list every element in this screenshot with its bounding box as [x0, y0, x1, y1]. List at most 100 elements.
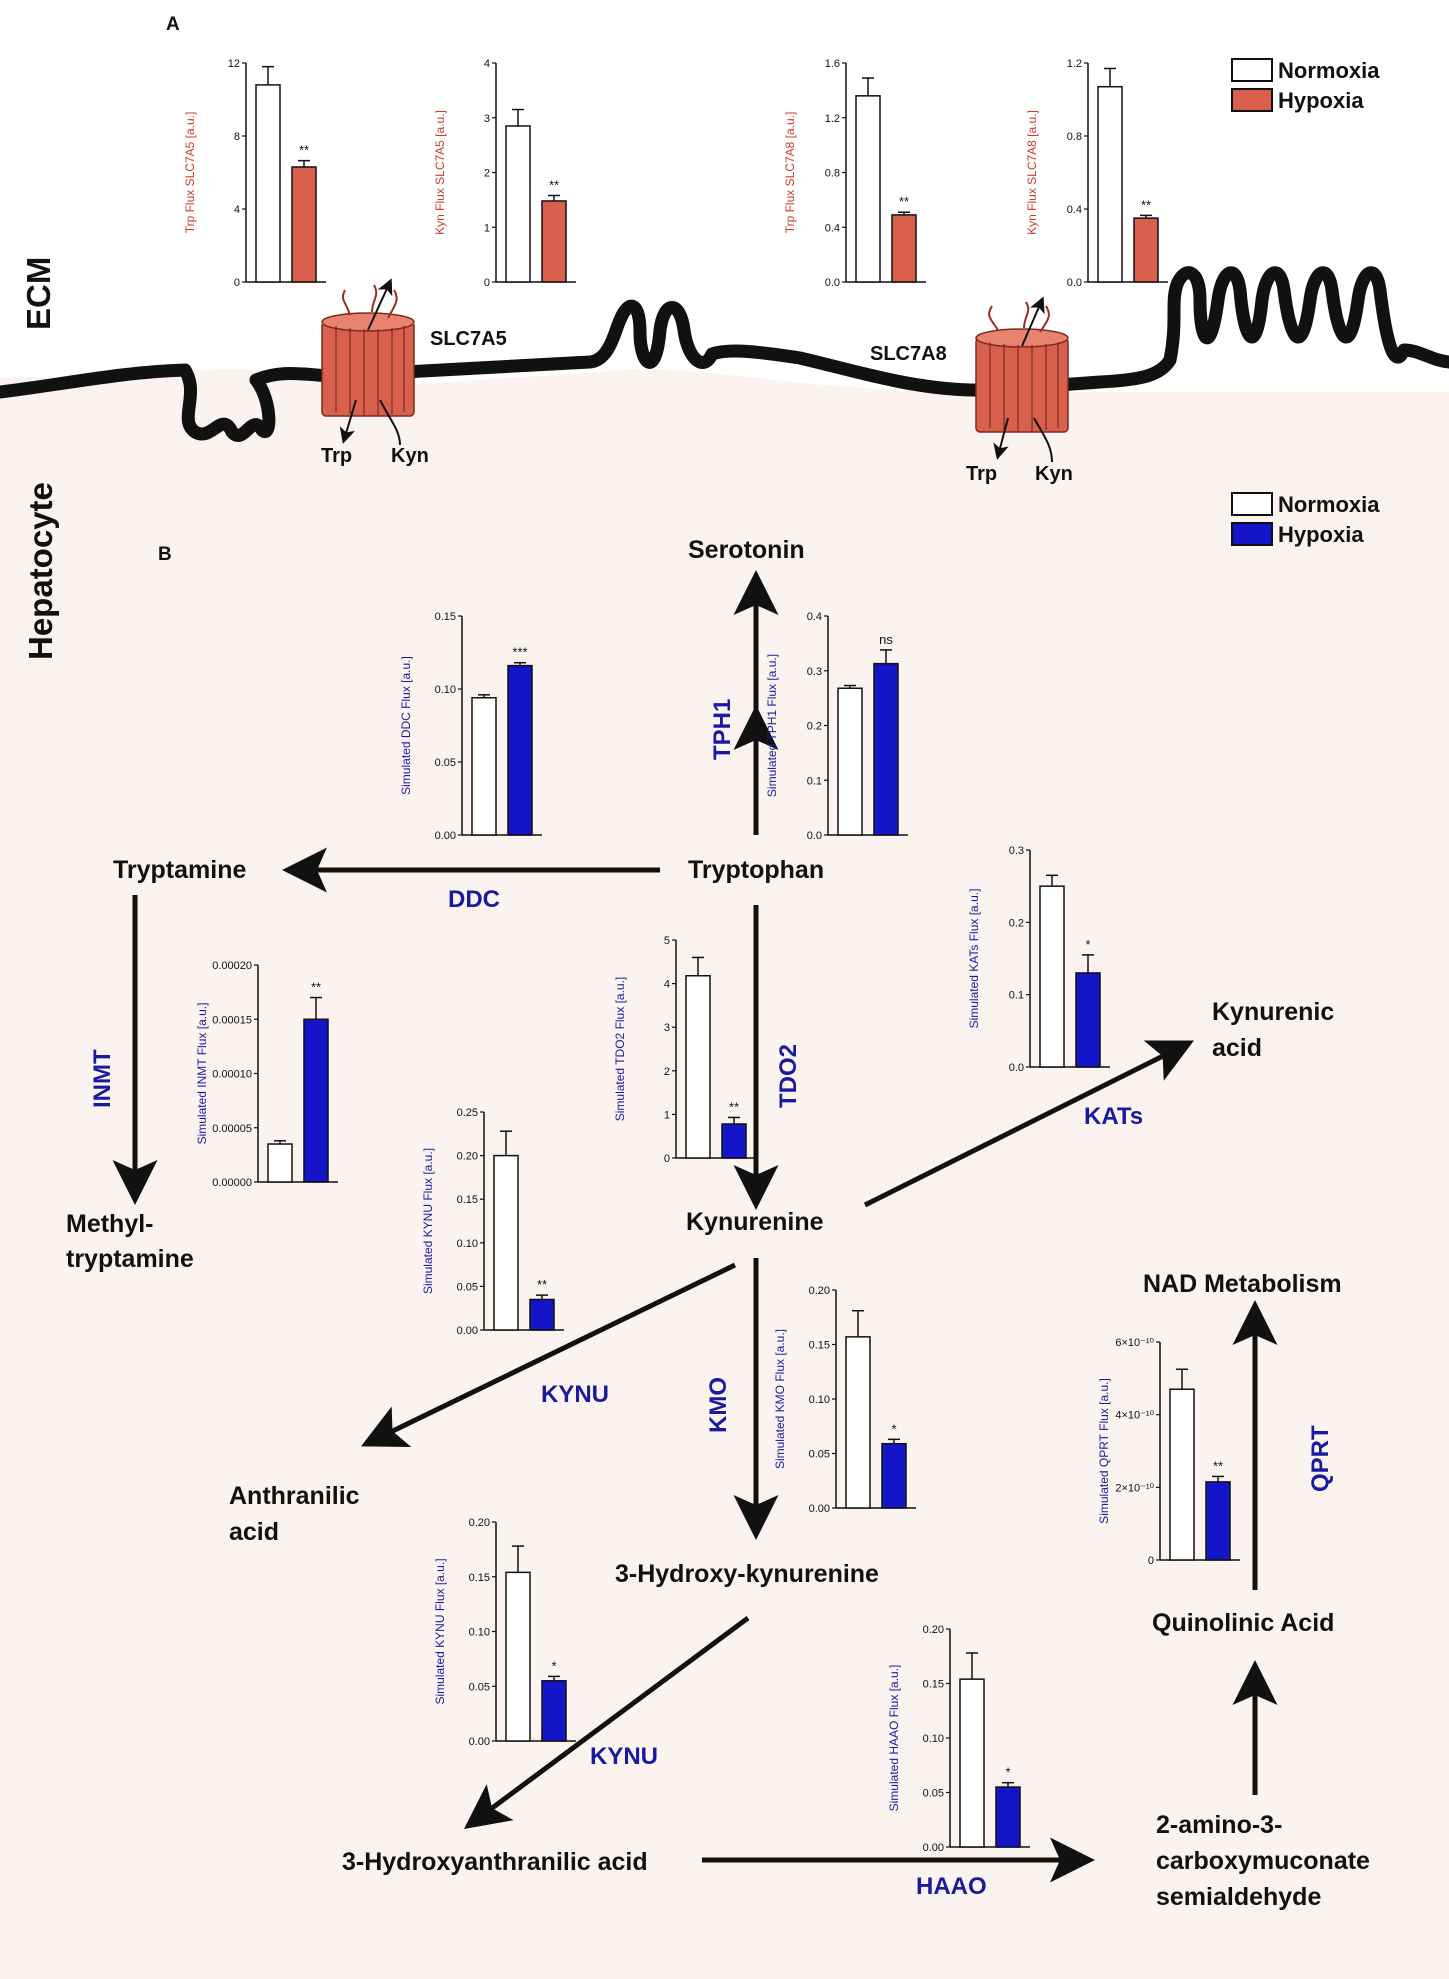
- metabolite-acms-3: semialdehyde: [1156, 1883, 1321, 1911]
- chart-kynu1-tick-label: 0.15: [457, 1194, 478, 1206]
- chart-qprt-ylabel: Simulated QPRT Flux [a.u.]: [1097, 1378, 1111, 1524]
- metabolite-methyltryptamine-2: tryptamine: [66, 1245, 194, 1273]
- chart-a2-tick-label: 4: [484, 58, 490, 70]
- chart-a4-tick-label: 0.0: [1067, 277, 1082, 289]
- chart-tdo2-tick-label: 1: [664, 1109, 670, 1121]
- legend-a-hypoxia: Hypoxia: [1278, 88, 1364, 113]
- slc7a8-trp-label: Trp: [966, 463, 997, 485]
- chart-haao-tick-label: 0.10: [923, 1733, 944, 1745]
- chart-tph1-significance: ns: [879, 632, 893, 647]
- chart-a2-ylabel: Kyn Flux SLC7A5 [a.u.]: [433, 110, 447, 235]
- enzyme-tdo2: TDO2: [775, 1044, 802, 1108]
- chart-a3-tick-label: 0.8: [825, 168, 840, 180]
- slc7a8-transporter-icon: [975, 296, 1069, 463]
- chart-kynu1-significance: **: [537, 1277, 547, 1292]
- chart-kats-tick-label: 0.2: [1009, 917, 1024, 929]
- chart-kynu1-tick-label: 0.10: [457, 1238, 478, 1250]
- chart-tph1-ylabel: Simulated TPH1 Flux [a.u.]: [765, 654, 779, 797]
- chart-tph1-tick-label: 0.2: [807, 721, 822, 733]
- chart-a2-tick-label: 3: [484, 113, 490, 125]
- chart-kynu1-tick-label: 0.25: [457, 1107, 478, 1119]
- chart-a2-significance: **: [549, 177, 559, 192]
- chart-ddc-ylabel: Simulated DDC Flux [a.u.]: [399, 656, 413, 795]
- chart-a4-tick-label: 1.2: [1067, 58, 1082, 70]
- enzyme-inmt: INMT: [89, 1049, 116, 1108]
- chart-inmt-significance: **: [311, 980, 321, 995]
- chart-tdo2-tick-label: 0: [664, 1153, 670, 1165]
- chart-tdo2-bar-normoxia: [685, 975, 711, 1159]
- chart-inmt-tick-label: 0.00000: [212, 1177, 252, 1189]
- chart-a3-ylabel: Trp Flux SLC7A8 [a.u.]: [783, 112, 797, 234]
- chart-kmo-tick-label: 0.10: [809, 1394, 830, 1406]
- enzyme-kats: KATs: [1084, 1103, 1143, 1130]
- chart-a4-bar-normoxia: [1097, 85, 1123, 283]
- chart-tdo2-ylabel: Simulated TDO2 Flux [a.u.]: [613, 977, 627, 1122]
- enzyme-haao: HAAO: [916, 1873, 987, 1900]
- enzyme-tph1: TPH1: [709, 699, 736, 760]
- arrow-kynu-1: [361, 1262, 737, 1447]
- slc7a5-trp-label: Trp: [321, 445, 352, 467]
- metabolite-quinolinic-acid: Quinolinic Acid: [1152, 1609, 1334, 1637]
- chart-tph1-tick-label: 0.4: [807, 611, 822, 623]
- chart-a1-tick-label: 12: [228, 58, 240, 70]
- chart-tdo2-bar-hypoxia: [721, 1123, 747, 1159]
- slc7a5-kyn-label: Kyn: [391, 445, 429, 467]
- chart-a2-tick-label: 0: [484, 277, 490, 289]
- chart-kmo-tick-label: 0.15: [809, 1340, 830, 1352]
- chart-kynu2-tick-label: 0.10: [469, 1627, 490, 1639]
- pathway-arrows: [112, 570, 1278, 1883]
- chart-haao-bar-hypoxia: [995, 1786, 1021, 1848]
- chart-a1-tick-label: 0: [234, 277, 240, 289]
- chart-tph1-bar-normoxia: [837, 687, 863, 836]
- slc7a8-kyn-label: Kyn: [1035, 463, 1073, 485]
- chart-a4-tick-label: 0.4: [1067, 204, 1082, 216]
- enzyme-qprt: QPRT: [1307, 1425, 1334, 1492]
- panel-label-a: A: [166, 14, 180, 35]
- enzymes: TPH1 DDC TDO2 INMT KATs KYNU KMO KYNU HA…: [89, 699, 1334, 1900]
- chart-inmt-bar-hypoxia: [303, 1018, 329, 1183]
- chart-a1-tick-label: 4: [234, 204, 240, 216]
- chart-haao-bar-normoxia: [959, 1678, 985, 1848]
- enzyme-kynu-1: KYNU: [541, 1381, 609, 1408]
- panel-label-b: B: [158, 544, 172, 565]
- chart-kmo-tick-label: 0.20: [809, 1285, 830, 1297]
- chart-kynu2-bar-hypoxia: [541, 1680, 567, 1742]
- chart-a2-tick-label: 2: [484, 168, 490, 180]
- chart-inmt-ylabel: Simulated INMT Flux [a.u.]: [195, 1003, 209, 1145]
- chart-a3-bar-hypoxia: [891, 214, 917, 283]
- legend-b-normoxia: Normoxia: [1278, 492, 1380, 517]
- chart-tdo2-significance: **: [729, 1099, 739, 1114]
- chart-kats-tick-label: 0.1: [1009, 990, 1024, 1002]
- chart-kynu1-ylabel: Simulated KYNU Flux [a.u.]: [421, 1148, 435, 1294]
- chart-kats-significance: *: [1085, 937, 1090, 952]
- chart-ddc-bar-hypoxia: [507, 664, 533, 836]
- chart-kmo-tick-label: 0.05: [809, 1449, 830, 1461]
- chart-inmt: 0.000000.000050.000100.000150.00020Simul…: [195, 960, 338, 1189]
- chart-kmo-ylabel: Simulated KMO Flux [a.u.]: [773, 1329, 787, 1469]
- enzyme-kynu-2: KYNU: [590, 1743, 658, 1770]
- chart-a1-significance: **: [299, 143, 309, 158]
- chart-kats-bar-hypoxia: [1075, 972, 1101, 1068]
- chart-qprt-tick-label: 0: [1148, 1555, 1154, 1567]
- chart-inmt-tick-label: 0.00020: [212, 960, 252, 972]
- chart-tph1-bar-hypoxia: [873, 662, 899, 836]
- metabolite-methyltryptamine-1: Methyl-: [66, 1210, 154, 1238]
- metabolite-tryptamine: Tryptamine: [113, 856, 246, 884]
- chart-kmo-tick-label: 0.00: [809, 1503, 830, 1515]
- chart-kmo-bar-normoxia: [845, 1336, 871, 1509]
- chart-a4-significance: **: [1141, 197, 1151, 212]
- chart-a1-bar-normoxia: [255, 84, 281, 283]
- slc7a5-label: SLC7A5: [430, 328, 507, 350]
- chart-haao-tick-label: 0.05: [923, 1788, 944, 1800]
- chart-kmo-significance: *: [891, 1421, 896, 1436]
- legend-b: Normoxia Hypoxia: [1231, 492, 1380, 547]
- metabolite-kynurenine: Kynurenine: [686, 1208, 824, 1236]
